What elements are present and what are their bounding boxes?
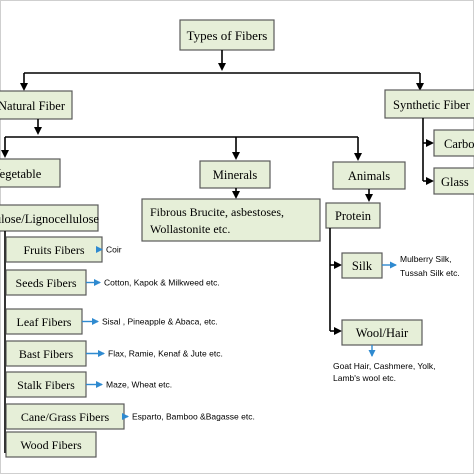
glass-label: Glass: [441, 175, 469, 189]
cellulose-label: Cellulose/Lignocellulose: [0, 212, 99, 226]
seeds-fibers-example: Cotton, Kapok & Milkweed etc.: [104, 278, 220, 288]
leaf-fibers-node: Leaf Fibers: [5, 308, 83, 335]
wool-node: Wool/Hair: [341, 319, 423, 346]
vegetable-label: Vegetable: [0, 167, 42, 181]
cellulose-node: Cellulose/Lignocellulose: [0, 204, 99, 232]
minerals-detail-node: Fibrous Brucite, asbestoses, Wollastonit…: [141, 198, 321, 242]
natural-fiber-node: Natural Fiber: [0, 90, 73, 120]
wool-label: Wool/Hair: [356, 326, 409, 340]
silk-node: Silk: [341, 252, 383, 279]
cane-grass-fibers-node: Cane/Grass Fibers: [5, 403, 125, 430]
silk-example-line-2: Tussah Silk etc.: [400, 268, 460, 278]
silk-label: Silk: [352, 259, 373, 273]
root-label: Types of Fibers: [187, 28, 268, 43]
minerals-detail-line-2: Wollastonite etc.: [150, 222, 230, 236]
seeds-fibers-label: Seeds Fibers: [16, 276, 77, 290]
leaf-fibers-example: Sisal , Pineapple & Abaca, etc.: [102, 317, 218, 327]
animals-node: Animals: [332, 161, 406, 190]
synthetic-fiber-node: Synthetic Fiber: [384, 89, 474, 119]
minerals-label: Minerals: [213, 168, 258, 182]
bast-fibers-node: Bast Fibers: [5, 340, 87, 367]
protein-node: Protein: [325, 202, 381, 229]
seeds-fibers-node: Seeds Fibers: [5, 269, 87, 296]
fruits-fibers-label: Fruits Fibers: [23, 243, 84, 257]
cane-grass-fibers-label: Cane/Grass Fibers: [21, 410, 110, 424]
carbon-label: Carbon: [444, 137, 474, 151]
minerals-node: Minerals: [199, 160, 271, 189]
minerals-detail-line-1: Fibrous Brucite, asbestoses,: [150, 205, 284, 219]
root-node: Types of Fibers: [179, 19, 275, 51]
natural-fiber-label: Natural Fiber: [0, 99, 66, 113]
synthetic-fiber-label: Synthetic Fiber: [393, 98, 471, 112]
carbon-node: Carbon: [433, 129, 474, 157]
silk-example-line-1: Mulberry Silk,: [400, 254, 451, 264]
bast-fibers-example: Flax, Ramie, Kenaf & Jute etc.: [108, 349, 223, 359]
fruits-fibers-node: Fruits Fibers: [5, 236, 103, 263]
fruits-fibers-example: Coir: [106, 245, 122, 255]
wool-example-line-2: Lamb's wool etc.: [333, 373, 396, 383]
wood-fibers-node: Wood Fibers: [5, 431, 97, 458]
wood-fibers-label: Wood Fibers: [20, 438, 82, 452]
glass-node: Glass: [433, 167, 474, 195]
stalk-fibers-label: Stalk Fibers: [17, 378, 75, 392]
wool-example-line-1: Goat Hair, Cashmere, Yolk,: [333, 361, 436, 371]
leaf-fibers-label: Leaf Fibers: [17, 315, 72, 329]
cane-grass-fibers-example: Esparto, Bamboo &Bagasse etc.: [132, 412, 255, 422]
protein-label: Protein: [335, 209, 372, 223]
stalk-fibers-example: Maze, Wheat etc.: [106, 380, 172, 390]
stalk-fibers-node: Stalk Fibers: [5, 371, 87, 398]
bast-fibers-label: Bast Fibers: [19, 347, 74, 361]
vegetable-node: Vegetable: [0, 158, 61, 188]
animals-label: Animals: [348, 169, 390, 183]
